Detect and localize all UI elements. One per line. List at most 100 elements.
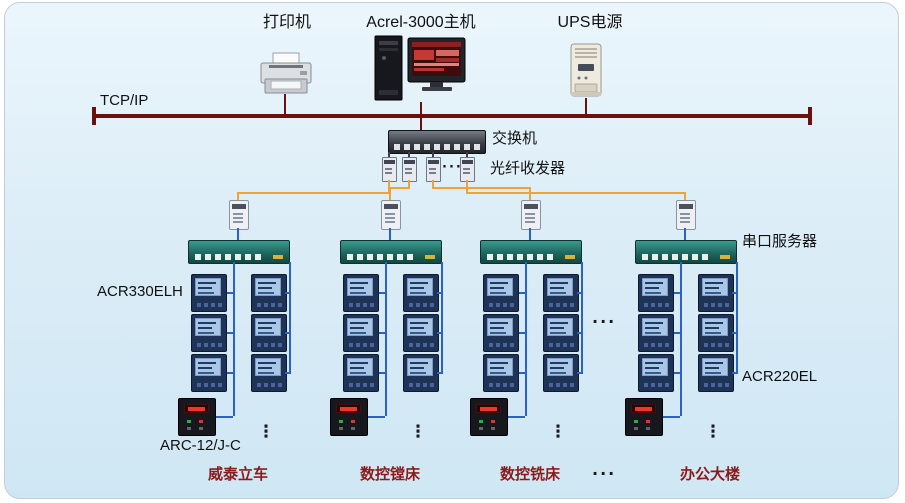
link-line — [441, 262, 443, 374]
fiber-transceiver-icon — [460, 157, 475, 182]
host-computer-icon — [374, 35, 466, 101]
link-line — [585, 98, 587, 114]
link-line — [519, 372, 525, 374]
fiber-line — [408, 180, 410, 187]
ellipsis-horizontal: ··· — [592, 312, 617, 331]
link-line — [379, 372, 385, 374]
link-line — [284, 94, 286, 114]
link-line — [368, 416, 385, 418]
acr330elh-label: ACR330ELH — [97, 283, 183, 300]
group-label: 数控铣床 — [499, 466, 561, 483]
fiber-line — [466, 180, 468, 192]
acr-meter-icon — [403, 314, 439, 352]
fiber-line — [684, 194, 686, 200]
serial-server-icon — [340, 240, 442, 264]
ellipsis-vertical: ⋮ — [257, 422, 275, 442]
ellipsis-vertical: ⋮ — [704, 422, 722, 442]
acr-meter-icon — [698, 274, 734, 312]
link-line — [227, 332, 233, 334]
link-line — [525, 262, 527, 416]
link-line — [289, 262, 291, 374]
group-label: 办公大楼 — [679, 466, 741, 483]
ellipsis-vertical: ⋮ — [549, 422, 567, 442]
serial-server-icon — [480, 240, 582, 264]
link-line — [577, 292, 581, 294]
ups-icon — [570, 43, 602, 97]
acr-meter-icon — [483, 314, 519, 352]
fiber-converter-icon — [229, 200, 249, 230]
printer-label: 打印机 — [262, 14, 312, 31]
host-label: Acrel-3000主机 — [366, 14, 476, 31]
acr-meter-icon — [191, 274, 227, 312]
acr-meter-icon — [343, 274, 379, 312]
ellipsis-vertical: ⋮ — [409, 422, 427, 442]
machine-group: ⋮ 办公大楼 — [605, 200, 765, 495]
acr-meter-icon — [403, 354, 439, 392]
serial-server-icon — [188, 240, 290, 264]
fiber-transceiver-label: 光纤收发器 — [490, 160, 566, 177]
link-line — [420, 102, 422, 114]
machine-group: ⋮ 数控镗床 — [310, 200, 470, 495]
link-line — [674, 292, 680, 294]
bus-endcap — [808, 107, 812, 125]
acr-meter-icon — [638, 274, 674, 312]
link-line — [389, 228, 391, 240]
fiber-line — [388, 180, 390, 192]
fiber-line — [389, 187, 410, 189]
link-line — [732, 372, 736, 374]
group-label: 威泰立车 — [207, 466, 269, 483]
link-line — [227, 372, 233, 374]
fiber-transceiver-icon — [382, 157, 397, 182]
ups-label: UPS电源 — [557, 14, 623, 31]
fiber-line — [432, 187, 531, 189]
ellipsis-horizontal: ··· — [442, 160, 463, 175]
acr-meter-icon — [543, 274, 579, 312]
fiber-line — [389, 189, 391, 200]
link-line — [508, 416, 525, 418]
acr-meter-icon — [251, 354, 287, 392]
group-label: 数控镗床 — [359, 466, 421, 483]
link-line — [663, 416, 680, 418]
link-line — [732, 292, 736, 294]
acr-meter-icon — [191, 354, 227, 392]
link-line — [408, 152, 410, 158]
tcpip-bus-line — [94, 114, 810, 118]
link-line — [237, 228, 239, 240]
fiber-transceiver-icon — [402, 157, 417, 182]
link-line — [285, 292, 289, 294]
link-line — [529, 228, 531, 240]
link-line — [736, 262, 738, 374]
arc-meter-icon — [625, 398, 663, 436]
link-line — [420, 118, 422, 131]
link-line — [519, 292, 525, 294]
arc-meter-icon — [178, 398, 216, 436]
acr-meter-icon — [543, 354, 579, 392]
link-line — [519, 332, 525, 334]
link-line — [581, 262, 583, 374]
link-line — [233, 262, 235, 416]
tcpip-label: TCP/IP — [100, 92, 149, 109]
link-line — [674, 372, 680, 374]
switch-label: 交换机 — [492, 130, 538, 147]
acr-meter-icon — [251, 274, 287, 312]
link-line — [674, 332, 680, 334]
link-line — [388, 152, 390, 158]
serial-server-icon — [635, 240, 737, 264]
fiber-line — [432, 180, 434, 187]
acr-meter-icon — [638, 354, 674, 392]
fiber-converter-icon — [521, 200, 541, 230]
acr-meter-icon — [698, 354, 734, 392]
fiber-line — [237, 192, 390, 194]
link-line — [285, 372, 289, 374]
fiber-converter-icon — [676, 200, 696, 230]
acr-meter-icon — [483, 354, 519, 392]
background-panel — [4, 2, 899, 499]
ellipsis-horizontal: ··· — [592, 464, 617, 483]
link-line — [385, 262, 387, 416]
acr-meter-icon — [251, 314, 287, 352]
link-line — [432, 152, 434, 158]
fiber-line — [237, 194, 239, 200]
link-line — [437, 292, 441, 294]
link-line — [379, 292, 385, 294]
